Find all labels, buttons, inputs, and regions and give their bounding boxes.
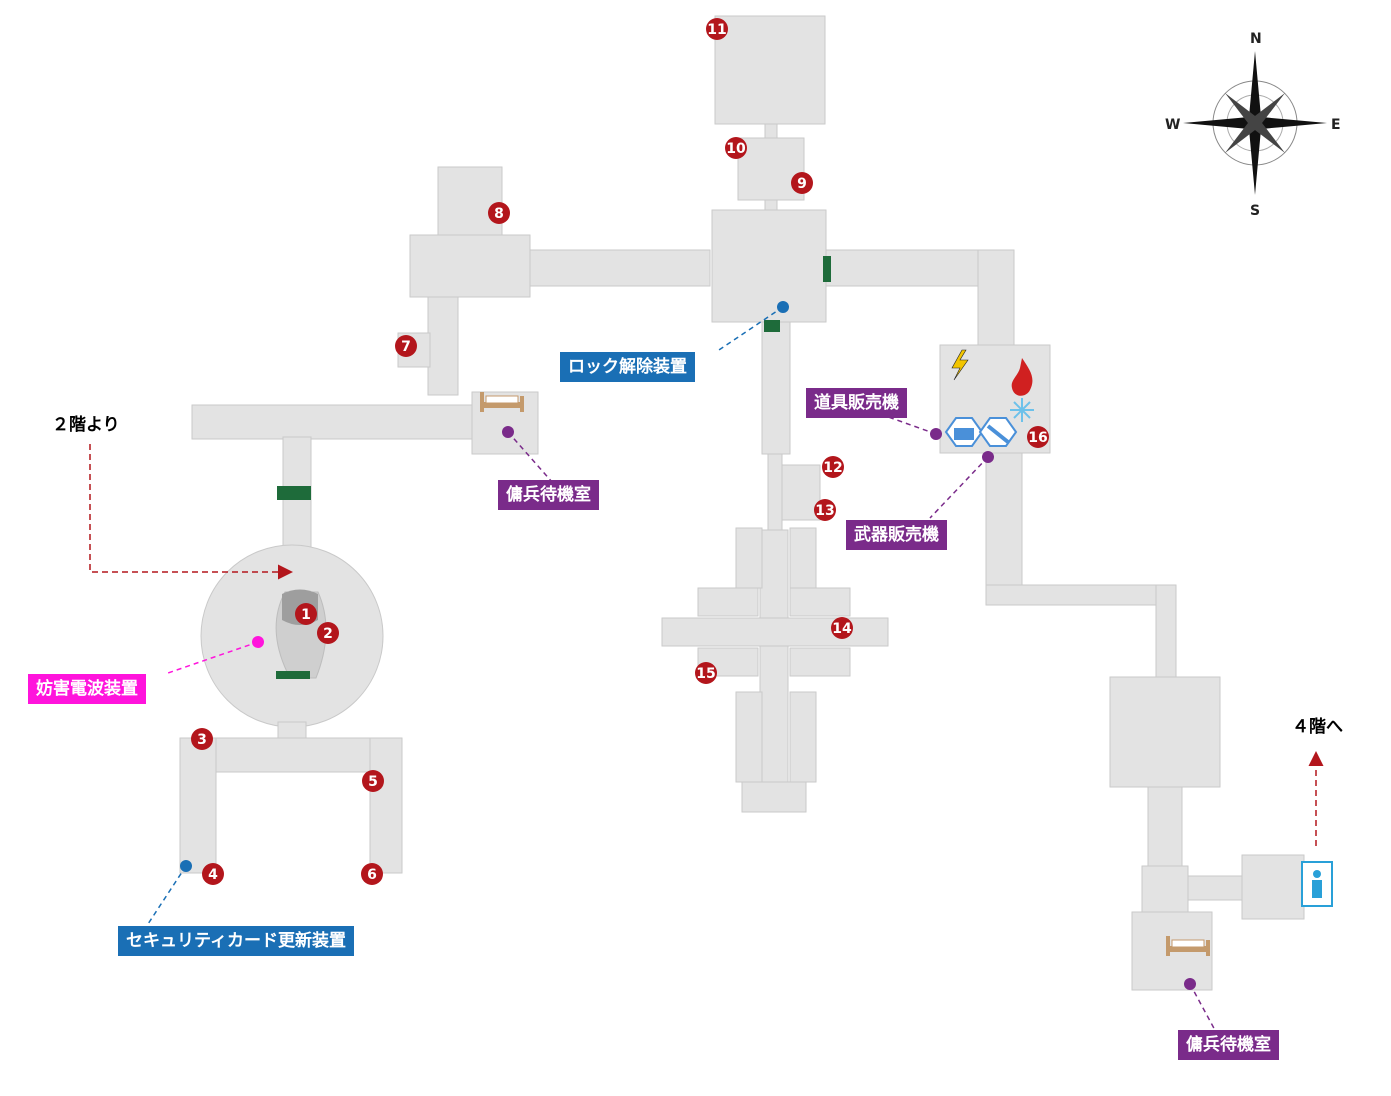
to-floor4-text: ４階へ xyxy=(1292,717,1343,737)
left-wing-rooms xyxy=(179,166,711,874)
compass-n: N xyxy=(1250,31,1262,47)
marker-12[interactable]: 12 xyxy=(822,456,844,478)
marker-3[interactable]: 3 xyxy=(191,728,213,750)
marker-16[interactable]: 16 xyxy=(1027,426,1049,448)
floor-arrows xyxy=(89,444,1324,846)
marker-13[interactable]: 13 xyxy=(814,499,836,521)
marker-10[interactable]: 10 xyxy=(725,137,747,159)
lock-release-label: ロック解除装置 xyxy=(560,352,695,382)
sword-shop-icon xyxy=(978,417,1018,447)
locked-doors xyxy=(276,256,831,679)
shop-bag-icon xyxy=(944,417,984,447)
svg-text:12: 12 xyxy=(823,460,842,476)
marker-7[interactable]: 7 xyxy=(395,335,417,357)
svg-text:10: 10 xyxy=(726,141,746,157)
svg-text:15: 15 xyxy=(696,666,715,682)
mercenary-room-label-2: 傭兵待機室 xyxy=(1178,1030,1279,1060)
marker-6[interactable]: 6 xyxy=(361,863,383,885)
marker-11[interactable]: 11 xyxy=(706,18,728,40)
from-floor2-text: ２階より xyxy=(52,415,120,435)
marker-15[interactable]: 15 xyxy=(695,662,717,684)
bed-icon xyxy=(480,392,524,412)
numbered-markers: 1 2 3 4 5 6 7 8 9 10 11 12 13 14 15 16 xyxy=(191,18,1049,885)
svg-text:5: 5 xyxy=(368,774,378,790)
compass-rose: N S E W xyxy=(1165,31,1341,219)
point-dots xyxy=(180,301,1196,990)
marker-2[interactable]: 2 xyxy=(317,622,339,644)
marker-9[interactable]: 9 xyxy=(791,172,813,194)
snowflake-icon xyxy=(1010,398,1034,422)
leader-lines xyxy=(147,306,1217,1033)
svg-text:16: 16 xyxy=(1028,430,1047,446)
weapon-shop-label: 武器販売機 xyxy=(846,520,947,550)
compass-w: W xyxy=(1165,117,1180,133)
svg-text:1: 1 xyxy=(301,607,311,623)
marker-4[interactable]: 4 xyxy=(202,863,224,885)
svg-text:6: 6 xyxy=(367,867,377,883)
fire-icon xyxy=(1011,358,1033,396)
svg-text:4: 4 xyxy=(208,867,218,883)
svg-text:2: 2 xyxy=(323,626,333,642)
marker-8[interactable]: 8 xyxy=(488,202,510,224)
svg-text:7: 7 xyxy=(401,339,411,355)
marker-5[interactable]: 5 xyxy=(362,770,384,792)
mercenary-room-label-1: 傭兵待機室 xyxy=(498,480,599,510)
lightning-icon xyxy=(951,349,969,381)
svg-text:9: 9 xyxy=(797,176,807,192)
marker-14[interactable]: 14 xyxy=(831,617,853,639)
svg-text:13: 13 xyxy=(815,503,834,519)
compass-e: E xyxy=(1331,117,1341,133)
security-card-label: セキュリティカード更新装置 xyxy=(118,926,354,956)
compass-s: S xyxy=(1250,203,1260,219)
svg-text:3: 3 xyxy=(197,732,207,748)
bed-icon-2 xyxy=(1166,936,1210,956)
svg-text:11: 11 xyxy=(707,22,726,38)
svg-text:14: 14 xyxy=(832,621,852,637)
svg-text:8: 8 xyxy=(494,206,504,222)
item-shop-label: 道具販売機 xyxy=(806,388,907,418)
jammer-label: 妨害電波装置 xyxy=(28,674,146,704)
center-rooms xyxy=(661,15,1305,991)
marker-1[interactable]: 1 xyxy=(295,603,317,625)
elevator-icon xyxy=(1301,861,1333,907)
